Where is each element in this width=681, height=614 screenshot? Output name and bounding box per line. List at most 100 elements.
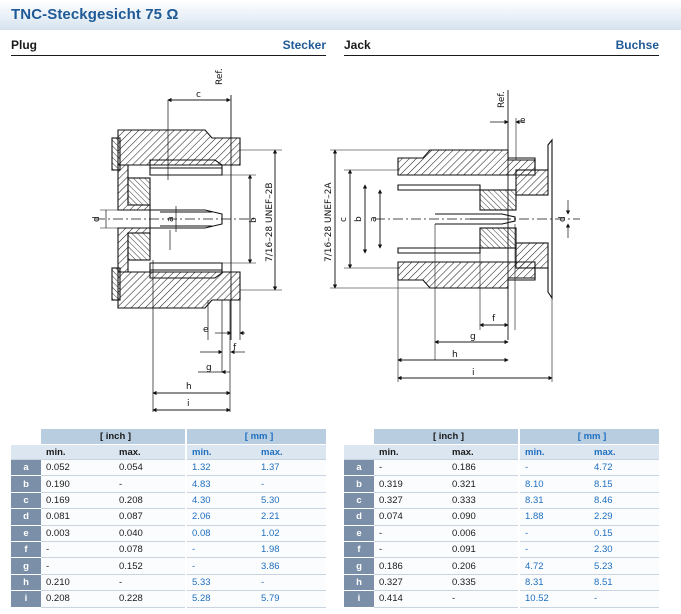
row-label: e <box>11 525 41 542</box>
row-label: i <box>344 590 374 608</box>
mm-max-cell: 2.21 <box>256 508 327 526</box>
mm-max-cell: 3.86 <box>256 557 327 575</box>
inch-min-cell: 0.208 <box>41 590 114 608</box>
inch-max-cell: 0.186 <box>447 459 520 477</box>
jack-dim-g: g <box>470 332 476 342</box>
title-bar: TNC-Steckgesicht 75 Ω <box>0 0 681 30</box>
inch-min-header: min. <box>41 444 114 460</box>
jack-drawing-svg: Ref. e 7/16–28 UNEF–2A c b a d f g h i <box>324 90 580 382</box>
mm-max-cell: 4.72 <box>589 459 660 477</box>
inch-min-cell: 0.074 <box>374 508 447 526</box>
row-label: e <box>344 525 374 542</box>
plug-heading-de: Stecker <box>282 38 326 52</box>
inch-max-cell: - <box>447 590 520 608</box>
plug-ref-label: Ref. <box>215 68 225 85</box>
inch-min-cell: 0.210 <box>41 574 114 592</box>
inch-min-cell: 0.190 <box>41 475 114 493</box>
mm-min-cell: - <box>185 557 257 575</box>
row-label: g <box>344 557 374 575</box>
mm-min-cell: 8.10 <box>518 475 590 493</box>
plug-dim-g: g <box>206 363 212 373</box>
row-label: a <box>11 459 41 477</box>
mm-min-cell: - <box>185 541 257 559</box>
mm-min-cell: 1.32 <box>185 459 257 477</box>
inch-min-cell: - <box>41 541 114 559</box>
mm-max-cell: 5.79 <box>256 590 327 608</box>
inch-min-cell: 0.081 <box>41 508 114 526</box>
mm-max-cell: 2.29 <box>589 508 660 526</box>
mm-min-cell: 4.30 <box>185 492 257 510</box>
mm-max-cell: 8.51 <box>589 574 660 592</box>
plug-dim-i: i <box>187 399 190 409</box>
mm-min-cell: 4.83 <box>185 475 257 493</box>
mm-min-cell: 0.08 <box>185 525 257 542</box>
jack-dim-e: e <box>520 116 526 126</box>
inch-max-cell: 0.333 <box>447 492 520 510</box>
table-column-header-row: min. max. min. max. <box>11 444 327 460</box>
row-label: c <box>11 492 41 510</box>
mm-max-cell: 1.02 <box>256 525 327 542</box>
plug-drawing: Ref. c d a b 7/16–28 UNEF–2B e f g h i <box>0 0 340 425</box>
inch-max-cell: 0.006 <box>447 525 520 542</box>
table-row: f-0.091-2.30 <box>344 541 660 559</box>
plug-thread-label: 7/16–28 UNEF–2B <box>265 182 275 262</box>
mm-max-cell: 0.15 <box>589 525 660 542</box>
row-label: b <box>11 475 41 493</box>
inch-min-cell: 0.186 <box>374 557 447 575</box>
row-label: d <box>344 508 374 526</box>
inch-max-cell: - <box>114 574 187 592</box>
plug-heading: Plug <box>11 38 37 52</box>
inch-min-cell: 0.003 <box>41 525 114 542</box>
table-row: g-0.152-3.86 <box>11 557 327 575</box>
mm-max-cell: 5.23 <box>589 557 660 575</box>
inch-min-cell: 0.327 <box>374 574 447 592</box>
row-label: f <box>344 541 374 559</box>
plug-dim-f: f <box>233 343 237 353</box>
inch-unit-header: [ inch ] <box>374 429 520 445</box>
plug-dim-d: d <box>92 216 102 222</box>
inch-max-cell: - <box>114 475 187 493</box>
mm-min-cell: 8.31 <box>518 574 590 592</box>
row-label: a <box>344 459 374 477</box>
table-unit-row: [ inch ] [ mm ] <box>344 429 660 445</box>
row-label: h <box>344 574 374 592</box>
jack-dim-d: d <box>558 216 568 222</box>
inch-max-cell: 0.091 <box>447 541 520 559</box>
plug-dim-a: a <box>166 216 176 222</box>
inch-max-cell: 0.054 <box>114 459 187 477</box>
inch-max-cell: 0.040 <box>114 525 187 542</box>
mm-min-header: min. <box>185 444 257 460</box>
inch-max-cell: 0.090 <box>447 508 520 526</box>
row-label: h <box>11 574 41 592</box>
inch-min-cell: - <box>374 541 447 559</box>
row-label: g <box>11 557 41 575</box>
inch-max-cell: 0.087 <box>114 508 187 526</box>
mm-min-cell: 5.28 <box>185 590 257 608</box>
row-label: b <box>344 475 374 493</box>
mm-max-cell: - <box>256 475 327 493</box>
mm-min-cell: 4.72 <box>518 557 590 575</box>
mm-max-header: max. <box>589 444 660 460</box>
mm-max-cell: - <box>256 574 327 592</box>
plug-section-header: Plug Stecker <box>11 37 326 56</box>
page-title: TNC-Steckgesicht 75 Ω <box>11 6 179 23</box>
mm-min-cell: - <box>518 459 590 477</box>
inch-min-cell: 0.169 <box>41 492 114 510</box>
jack-dim-h: h <box>452 350 458 360</box>
mm-max-cell: 8.46 <box>589 492 660 510</box>
inch-min-cell: - <box>374 525 447 542</box>
mm-min-cell: 2.06 <box>185 508 257 526</box>
inch-min-cell: 0.327 <box>374 492 447 510</box>
mm-max-cell: - <box>589 590 660 608</box>
mm-unit-header: [ mm ] <box>185 429 327 445</box>
